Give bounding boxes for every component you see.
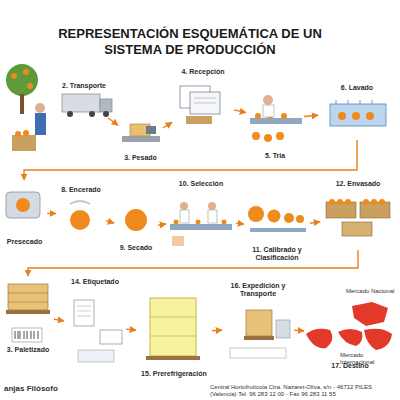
flow-arrow [212, 329, 222, 331]
step-label: 9. Secado [114, 244, 158, 252]
sorting-art [250, 95, 302, 142]
step-label: 10. Selección [166, 180, 236, 188]
flow-arrow [106, 221, 114, 223]
shipping-art [230, 310, 290, 358]
step-label: 6. Lavado [318, 84, 396, 92]
flow-arrow [54, 319, 64, 321]
drying-art [125, 209, 147, 231]
waxing-art [70, 201, 90, 230]
pallet-art [6, 284, 50, 342]
packing-art [326, 199, 390, 236]
reception-art [180, 86, 220, 124]
flow-arrow [294, 329, 304, 331]
step-label: 12. Envasado [320, 180, 396, 188]
precooling-art [146, 298, 200, 360]
process-step: 4. Recepción [172, 68, 234, 138]
process-step: 3. Paletizado [2, 276, 54, 354]
process-step: 15. Prerefrigeración [136, 290, 212, 378]
harvest-art [6, 64, 46, 151]
note-label: anjas Filósofo [4, 384, 84, 393]
process-step: 3. Pesado [118, 122, 163, 162]
step-label: 16. Expedición y Transporte [222, 282, 294, 298]
step-label: Presecado [2, 238, 47, 246]
destination-art [306, 302, 392, 350]
process-step: 9. Secado [114, 206, 158, 252]
step-label: 3. Paletizado [2, 346, 54, 354]
step-label: 2. Transporte [55, 82, 113, 90]
flow-arrow [310, 222, 320, 224]
note-label: Mercado Internacional [340, 352, 398, 366]
step-label: 11. Calibrado y Clasificación [244, 246, 310, 262]
scale-art [122, 124, 160, 142]
selection-art [170, 202, 232, 246]
washing-art [330, 100, 386, 126]
flow-arrow [236, 223, 244, 224]
process-step: 6. Lavado [318, 84, 396, 140]
step-label: 3. Pesado [118, 154, 163, 162]
step-label: 5. Tria [246, 152, 304, 160]
flow-arrow [158, 224, 166, 225]
note-label: Central Hortofrutícola Ctra. Nazaret-Oli… [210, 384, 398, 398]
process-step: 16. Expedición y Transporte [222, 282, 294, 372]
flow-arrow [24, 140, 357, 180]
flow-arrow [47, 213, 56, 215]
flow-arrow [108, 118, 118, 125]
process-step: 12. Envasado [320, 180, 396, 250]
process-step: 8. Encerado [56, 186, 106, 242]
diagram-title: REPRESENTACIÓN ESQUEMÁTICA DE UN SISTEMA… [40, 26, 340, 58]
step-label: 4. Recepción [172, 68, 234, 76]
predrying-art [6, 192, 40, 218]
process-step: 10. Selección [166, 180, 236, 256]
flow-arrow [163, 122, 172, 128]
calibration-art [248, 206, 306, 232]
process-step: Presecado [2, 180, 47, 246]
note-label: Mercado Nacional [346, 288, 398, 295]
step-label: 14. Etiquetado [64, 278, 126, 286]
flow-arrow [304, 115, 318, 116]
step-label: 15. Prerefrigeración [136, 370, 212, 378]
process-step: 11. Calibrado y Clasificación [244, 196, 310, 262]
step-label: 8. Encerado [56, 186, 106, 194]
process-step: 5. Tria [246, 78, 304, 160]
process-step: 14. Etiquetado [64, 278, 126, 374]
flow-arrow [126, 329, 136, 330]
labelling-art [74, 300, 122, 362]
truck-art [62, 94, 112, 117]
flow-arrow [234, 110, 246, 113]
process-step: 2. Transporte [55, 82, 113, 118]
